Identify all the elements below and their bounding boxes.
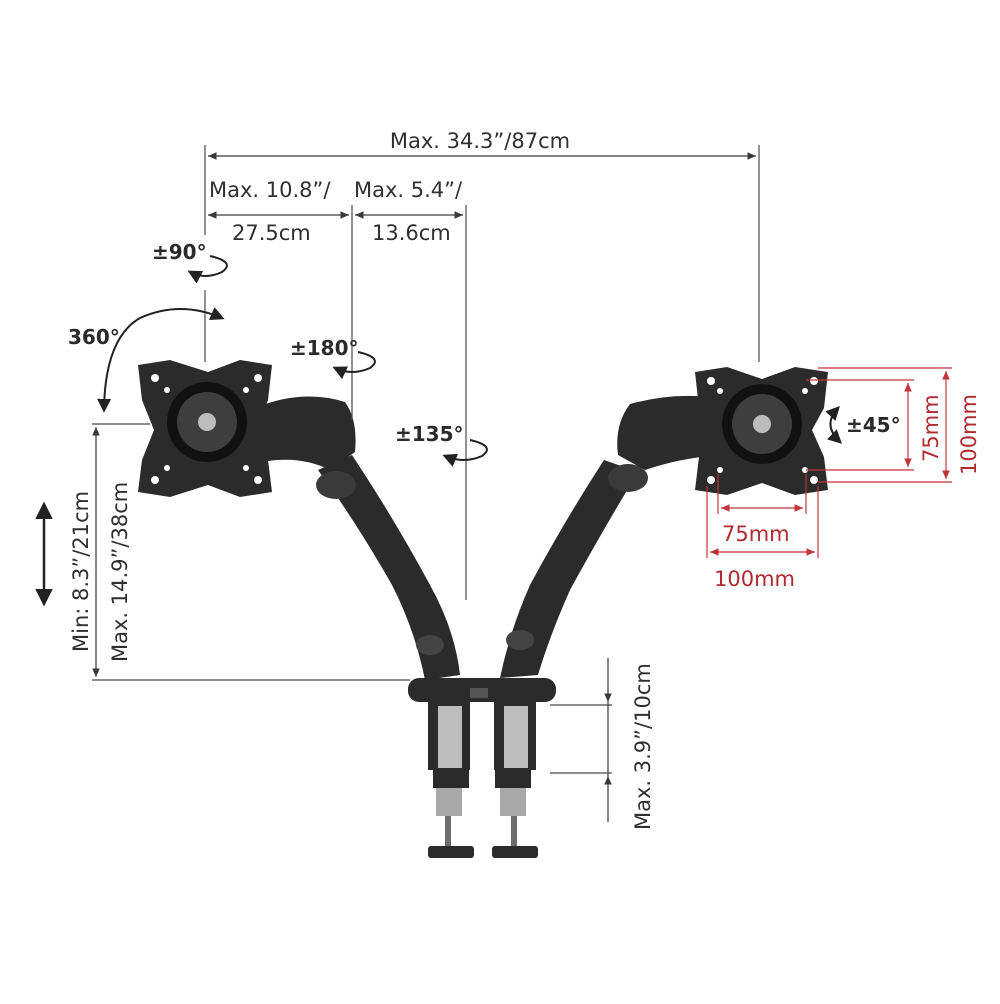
tilt-label: ±90°	[152, 240, 207, 264]
right-desk-clamp	[492, 702, 538, 858]
total-reach-label: Max. 34.3”/87cm	[390, 129, 570, 153]
height-min-label: Min: 8.3”/21cm	[69, 491, 93, 652]
vesa-small-width-label: 75mm	[722, 522, 790, 546]
vesa-small-height-label: 75mm	[919, 394, 943, 462]
swivel-rotation-arrow	[97, 307, 225, 413]
left-desk-clamp	[428, 702, 474, 858]
extension-lines	[92, 145, 760, 774]
base-joint-rotation-arrow	[442, 439, 488, 467]
right-vesa-plate	[695, 367, 828, 495]
arm-joint-rotation-arrow	[332, 351, 376, 380]
arm2-reach-inches-label: Max. 5.4”/	[354, 178, 463, 202]
right-arm	[500, 395, 730, 678]
vesa-dimensions	[706, 367, 952, 558]
left-vesa-plate	[138, 360, 272, 497]
vesa-large-height-label: 100mm	[957, 394, 981, 475]
arm1-reach-inches-label: Max. 10.8”/	[209, 178, 331, 202]
height-max-label: Max. 14.9”/38cm	[108, 482, 132, 662]
desk-base-plate	[408, 678, 556, 702]
arm-joint-rotation-label: ±180°	[290, 336, 359, 360]
vesa-large-width-label: 100mm	[714, 567, 795, 591]
monitor-rotation-label: ±45°	[846, 413, 901, 437]
arm2-reach-cm-label: 13.6cm	[372, 221, 451, 245]
clamp-thickness-label: Max. 3.9”/10cm	[631, 663, 655, 830]
tilt-rotation-arrow	[187, 255, 228, 284]
arm1-reach-cm-label: 27.5cm	[232, 221, 311, 245]
swivel-label: 360°	[68, 325, 120, 349]
monitor-rotation-arrow	[825, 405, 843, 444]
base-joint-rotation-label: ±135°	[395, 422, 464, 446]
left-arm	[250, 396, 460, 680]
